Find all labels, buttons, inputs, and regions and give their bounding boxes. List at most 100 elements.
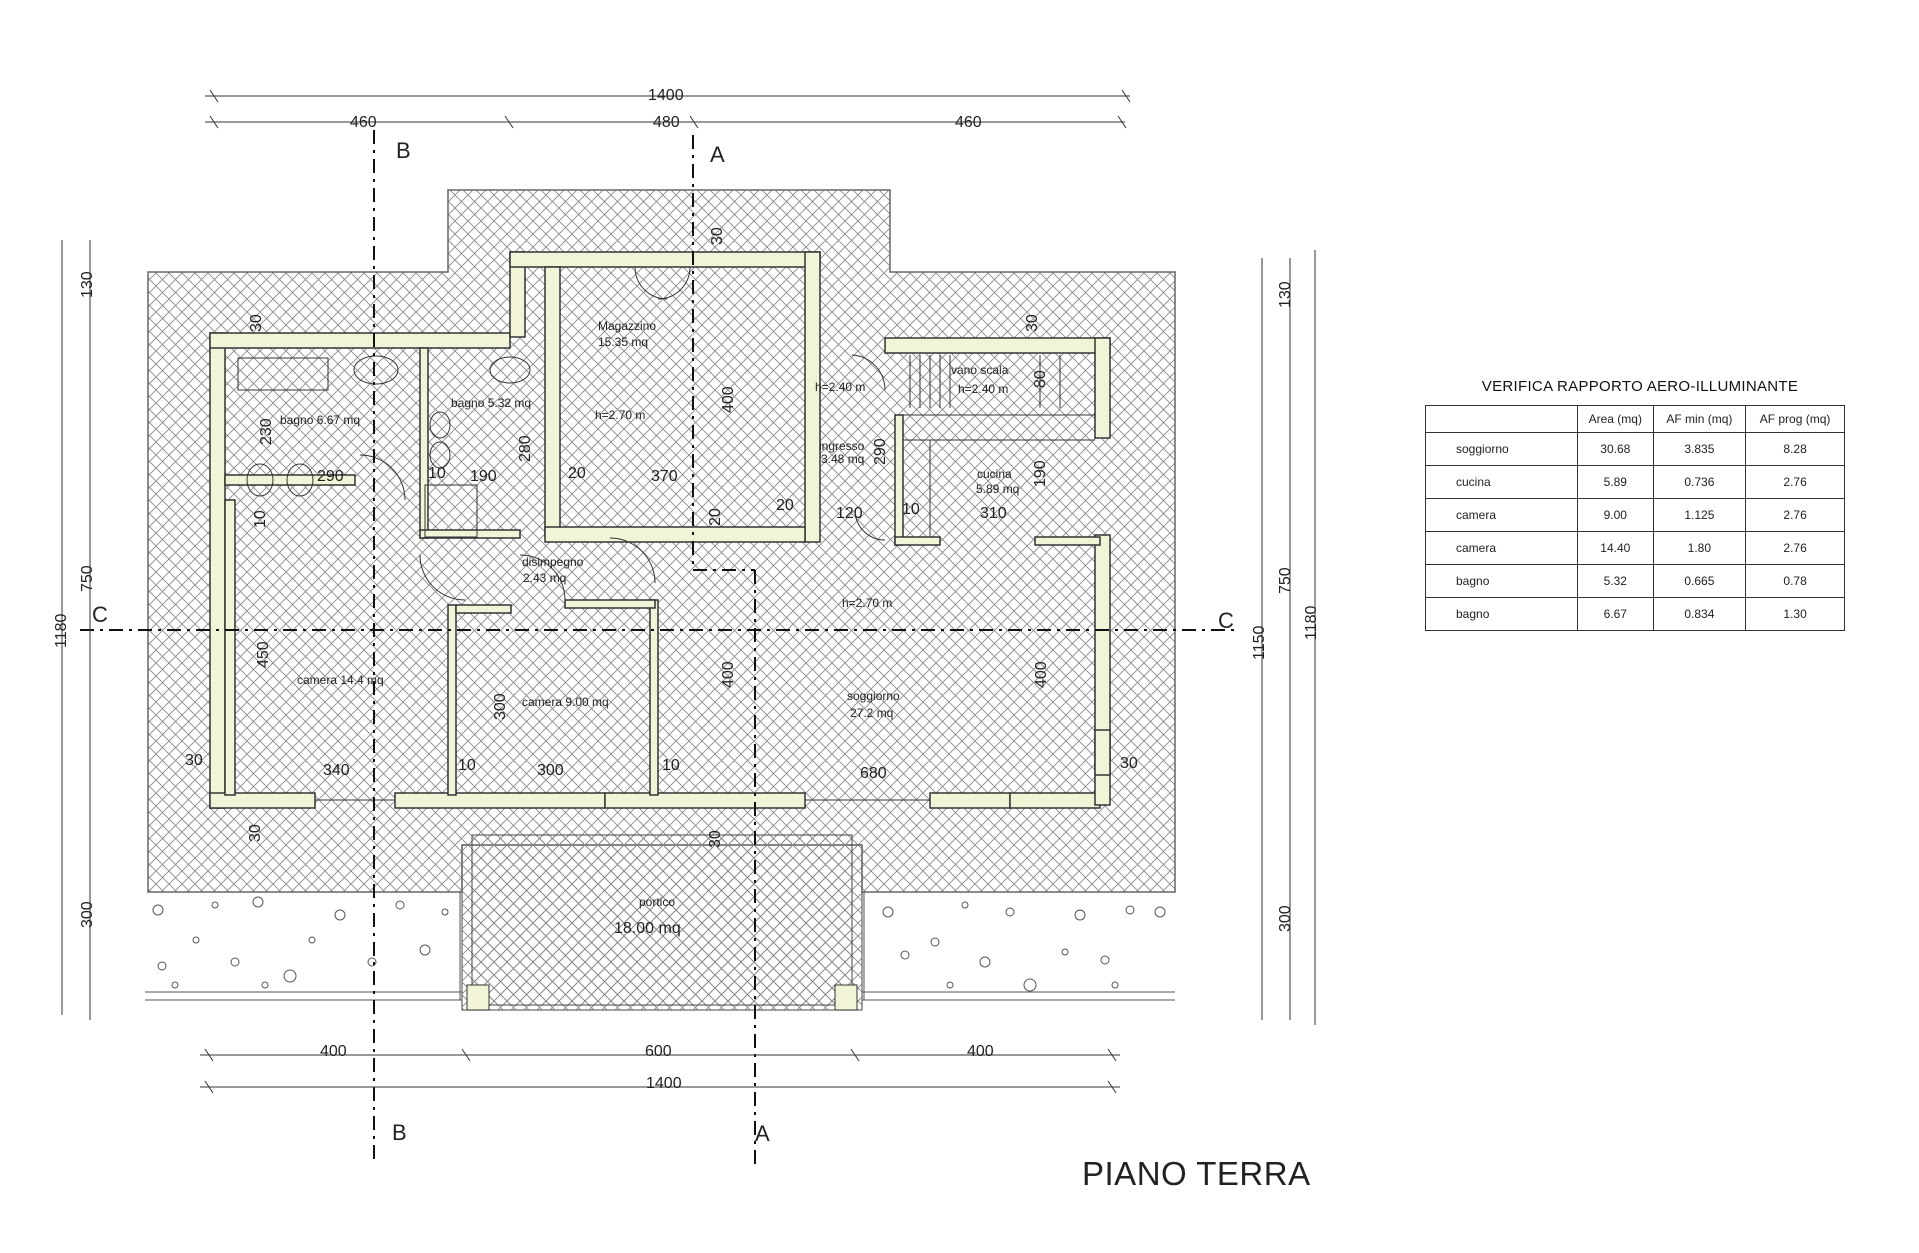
dim-20: 20 xyxy=(707,508,724,526)
dim-right-inner-total: 1150 xyxy=(1251,625,1268,660)
table-cell: cucina xyxy=(1425,465,1578,499)
dim-30: 30 xyxy=(1024,314,1041,332)
dim-30: 30 xyxy=(247,824,264,842)
room-disimpegno-area: 2.43 mq xyxy=(523,571,566,585)
dim-10: 10 xyxy=(428,465,446,482)
dim-280: 280 xyxy=(517,435,534,462)
section-label-c-right: C xyxy=(1218,608,1234,633)
section-label-b-bottom: B xyxy=(392,1120,407,1145)
room-magazzino-height: h=2.70 m xyxy=(595,408,645,422)
room-soggiorno-name: soggiorno xyxy=(847,689,900,703)
table-cell: 30.68 xyxy=(1577,432,1654,466)
table-cell: bagno xyxy=(1425,564,1578,598)
dim-30: 30 xyxy=(248,314,265,332)
table-row: soggiorno 30.68 3.835 8.28 xyxy=(1425,432,1845,466)
dim-400: 400 xyxy=(720,386,737,413)
dim-680: 680 xyxy=(860,765,887,782)
floor-plan-drawing: B A B A C C 1400 460 480 460 400 600 400… xyxy=(53,87,1320,1165)
dim-10: 10 xyxy=(252,510,269,528)
room-soggiorno-height: h=2.70 m xyxy=(842,596,892,610)
table-cell: 0.78 xyxy=(1745,564,1845,598)
header-cell: Area (mq) xyxy=(1577,405,1654,433)
dim-left-bottom: 300 xyxy=(79,901,96,928)
room-ingresso-area: 3.48 mq xyxy=(821,452,864,466)
room-cucina-area: 5.89 mq xyxy=(976,482,1019,496)
terrace-hatch xyxy=(147,189,1176,1011)
room-vano-scala: vano scala xyxy=(951,363,1009,377)
section-lines xyxy=(80,130,1240,1165)
table-cell: 1.30 xyxy=(1745,597,1845,631)
table-cell: 2.76 xyxy=(1745,465,1845,499)
dim-230: 230 xyxy=(258,418,275,445)
header-cell: AF min (mq) xyxy=(1652,405,1747,433)
dim-20: 20 xyxy=(568,465,586,482)
dim-400: 400 xyxy=(720,661,737,688)
page-title: PIANO TERRA xyxy=(1082,1155,1311,1192)
dim-190: 190 xyxy=(1032,460,1049,487)
dim-bottom-left: 400 xyxy=(320,1043,347,1060)
dim-left-mid: 750 xyxy=(79,565,96,592)
table-cell: 3.835 xyxy=(1652,432,1747,466)
table-cell: camera xyxy=(1425,498,1578,532)
dim-bottom-total: 1400 xyxy=(646,1075,682,1092)
dim-right-top: 130 xyxy=(1277,281,1294,308)
section-label-b-top: B xyxy=(396,138,411,163)
table-cell: 1.125 xyxy=(1652,498,1747,532)
dim-310: 310 xyxy=(980,505,1007,522)
dim-290: 290 xyxy=(872,438,889,465)
table-cell: soggiorno xyxy=(1425,432,1578,466)
table-cell: 0.834 xyxy=(1652,597,1747,631)
table-row: camera 9.00 1.125 2.76 xyxy=(1425,498,1845,532)
table-cell: 5.89 xyxy=(1577,465,1654,499)
dim-30: 30 xyxy=(709,227,726,245)
dim-bottom-right: 400 xyxy=(967,1043,994,1060)
table-cell: 8.28 xyxy=(1745,432,1845,466)
table-cell: bagno xyxy=(1425,597,1578,631)
room-labels: Magazzino 15.35 mq h=2.70 m bagno 6.67 m… xyxy=(280,319,1019,937)
dim-10: 10 xyxy=(902,501,920,518)
header-cell: AF prog (mq) xyxy=(1745,405,1845,433)
table-row: cucina 5.89 0.736 2.76 xyxy=(1425,465,1845,499)
dim-80: 80 xyxy=(1032,370,1049,388)
dim-400: 400 xyxy=(1033,661,1050,688)
table-cell: 5.32 xyxy=(1577,564,1654,598)
table-row: camera 14.40 1.80 2.76 xyxy=(1425,531,1845,565)
room-bagno-1: bagno 6.67 mq xyxy=(280,413,360,427)
table-header-row: Area (mq) AF min (mq) AF prog (mq) xyxy=(1425,405,1845,433)
interior-dimensions: 230 290 10 190 280 20 370 400 20 120 10 … xyxy=(185,227,1138,848)
table-row: bagno 6.67 0.834 1.30 xyxy=(1425,597,1845,631)
dim-top-total: 1400 xyxy=(648,87,684,104)
aero-illuminant-table: Area (mq) AF min (mq) AF prog (mq) soggi… xyxy=(1425,405,1845,631)
room-camera-1: camera 14.4 mq xyxy=(297,673,384,687)
table-cell: 2.76 xyxy=(1745,498,1845,532)
dim-370: 370 xyxy=(651,468,678,485)
dim-bottom-mid: 600 xyxy=(645,1043,672,1060)
gravel-area xyxy=(145,892,1175,1001)
room-ingresso-height: h=2.40 m xyxy=(815,380,865,394)
room-portico-name: portico xyxy=(639,895,675,909)
table-row: bagno 5.32 0.665 0.78 xyxy=(1425,564,1845,598)
table-cell: 2.76 xyxy=(1745,531,1845,565)
section-label-a-top: A xyxy=(710,142,725,167)
dim-top-mid: 480 xyxy=(653,114,680,131)
table-cell: 0.665 xyxy=(1652,564,1747,598)
dim-300: 300 xyxy=(492,693,509,720)
table-cell: 0.736 xyxy=(1652,465,1747,499)
table-cell: 9.00 xyxy=(1577,498,1654,532)
dim-30: 30 xyxy=(185,752,203,769)
dim-30: 30 xyxy=(1120,755,1138,772)
table-cell: 14.40 xyxy=(1577,531,1654,565)
dim-10: 10 xyxy=(458,757,476,774)
room-portico-area: 18.00 mq xyxy=(614,920,681,937)
room-magazzino-name: Magazzino xyxy=(598,319,656,333)
dim-120: 120 xyxy=(836,505,863,522)
room-vano-height: h=2.40 m xyxy=(958,382,1008,396)
dim-300: 300 xyxy=(537,762,564,779)
dim-right-bottom: 300 xyxy=(1277,905,1294,932)
table-cell: 1.80 xyxy=(1652,531,1747,565)
dim-left-total: 1180 xyxy=(53,613,70,648)
section-label-c-left: C xyxy=(92,602,108,627)
dim-30: 30 xyxy=(707,830,724,848)
room-magazzino-area: 15.35 mq xyxy=(598,335,648,349)
dimension-lines xyxy=(61,89,1316,1094)
